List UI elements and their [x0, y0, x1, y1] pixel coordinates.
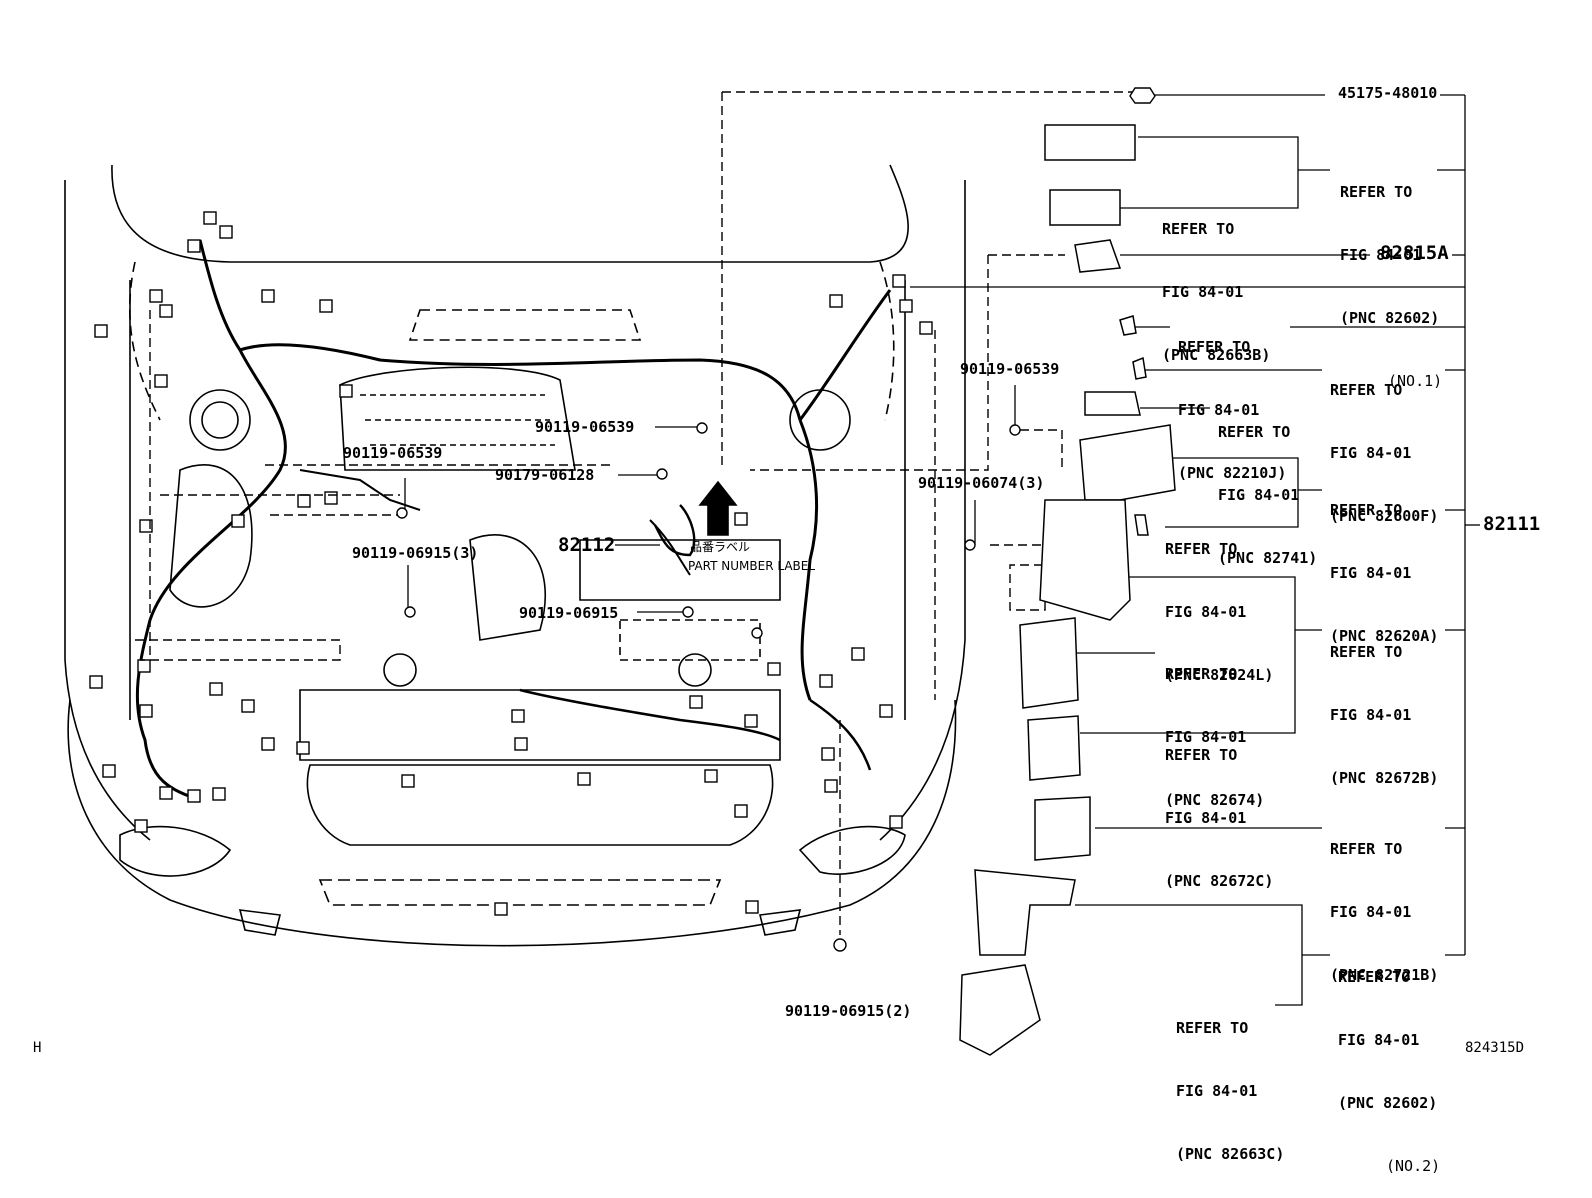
parts-diagram: 90119-06539 90119-06539 90179-06128 8211… — [33, 84, 1541, 1176]
footer-mark: H — [33, 1040, 42, 1056]
refer-line: FIG 84-01 — [1165, 728, 1247, 746]
diagram-code: 824315D — [1465, 1040, 1525, 1056]
callout-bolt-5: 90119-06915 — [519, 604, 619, 622]
refer-block-82602-no1: REFER TO FIG 84-01 (PNC 82602) (NO.1) — [1340, 140, 1442, 413]
refer-block-82721b: REFER TO FIG 84-01 (PNC 82721B) — [1330, 797, 1438, 1007]
callout-bolt-4: 90119-06915(3) — [352, 544, 479, 562]
refer-block-82210j: REFER TO FIG 84-01 (PNC 82210J) — [1178, 295, 1286, 505]
callout-bolt-3: 90179-06128 — [495, 466, 595, 484]
part-number-82815a: 82815A — [1380, 242, 1449, 264]
refer-line: FIG 84-01 — [1176, 1082, 1258, 1100]
part-number-82111: 82111 — [1483, 513, 1541, 535]
refer-note: (NO.2) — [1386, 1157, 1441, 1175]
part-label-jp: 品番ラベル — [690, 540, 751, 554]
refer-block-82674: REFER TO FIG 84-01 (PNC 82674) — [1165, 622, 1264, 832]
refer-line: (PNC 82663C) — [1176, 1145, 1285, 1163]
refer-note: (NO.1) — [1388, 372, 1443, 390]
refer-line: (PNC 82602) — [1338, 1094, 1438, 1112]
engine-bay-illustration — [64, 87, 1480, 1056]
callout-82112: 82112 — [558, 534, 616, 556]
refer-line: REFER TO — [1340, 183, 1413, 201]
refer-line: REFER TO — [1165, 540, 1238, 558]
refer-line: REFER TO — [1165, 665, 1238, 683]
refer-line: FIG 84-01 — [1178, 401, 1260, 419]
refer-line: REFER TO — [1218, 423, 1291, 441]
refer-line: FIG 84-01 — [1330, 564, 1412, 582]
refer-block-82663b: REFER TO FIG 84-01 (PNC 82663B) — [1162, 177, 1270, 387]
refer-line: FIG 84-01 — [1165, 809, 1247, 827]
callout-bolt-7: 90119-06539 — [960, 360, 1060, 378]
refer-line: (PNC 82620A) — [1330, 627, 1439, 645]
refer-line: FIG 84-01 — [1338, 1031, 1420, 1049]
refer-line: (PNC 82824L) — [1165, 666, 1274, 684]
refer-line: (PNC 82721B) — [1330, 966, 1439, 984]
callout-bolt-8: 90119-06074(3) — [918, 474, 1045, 492]
refer-block-82602-no2: REFER TO FIG 84-01 (PNC 82602) (NO.2) — [1338, 925, 1440, 1198]
refer-line: (PNC 82210J) — [1178, 464, 1287, 482]
refer-block-82741: REFER TO FIG 84-01 (PNC 82741) — [1218, 380, 1317, 590]
refer-block-82663c: REFER TO FIG 84-01 (PNC 82663C) — [1176, 976, 1284, 1186]
refer-line: FIG 84-01 — [1218, 486, 1300, 504]
refer-block-82824l: REFER TO FIG 84-01 (PNC 82824L) — [1165, 497, 1273, 707]
refer-line: (PNC 82602) — [1340, 309, 1440, 327]
part-label-en: PART NUMBER LABEL — [688, 559, 816, 573]
refer-line: FIG 84-01 — [1162, 283, 1244, 301]
callout-bolt-2: 90119-06539 — [343, 444, 443, 462]
refer-line: REFER TO — [1162, 220, 1235, 238]
part-number-45175: 45175-48010 — [1338, 84, 1438, 102]
refer-line: REFER TO — [1330, 643, 1403, 661]
refer-block-82600f: REFER TO FIG 84-01 (PNC 82600F) — [1330, 338, 1438, 548]
refer-line: (PNC 82672B) — [1330, 769, 1439, 787]
refer-line: REFER TO — [1330, 840, 1403, 858]
refer-block-82672c: REFER TO FIG 84-01 (PNC 82672C) — [1165, 703, 1273, 913]
refer-line: (PNC 82741) — [1218, 549, 1318, 567]
refer-line: FIG 84-01 — [1340, 246, 1422, 264]
refer-line: FIG 84-01 — [1330, 444, 1412, 462]
refer-block-82672b: REFER TO FIG 84-01 (PNC 82672B) — [1330, 600, 1438, 810]
refer-line: (PNC 82674) — [1165, 791, 1265, 809]
refer-line: REFER TO — [1178, 338, 1251, 356]
refer-line: (PNC 82600F) — [1330, 507, 1439, 525]
refer-line: (PNC 82672C) — [1165, 872, 1274, 890]
refer-line: REFER TO — [1330, 381, 1403, 399]
refer-line: REFER TO — [1338, 968, 1411, 986]
refer-line: REFER TO — [1330, 501, 1403, 519]
refer-line: FIG 84-01 — [1330, 706, 1412, 724]
refer-line: FIG 84-01 — [1330, 903, 1412, 921]
callout-bolt-1: 90119-06539 — [535, 418, 635, 436]
refer-line: (PNC 82663B) — [1162, 346, 1271, 364]
refer-block-82620a: REFER TO FIG 84-01 (PNC 82620A) — [1330, 458, 1438, 668]
callout-bolt-6: 90119-06915(2) — [785, 1002, 912, 1020]
refer-line: REFER TO — [1165, 746, 1238, 764]
refer-line: REFER TO — [1176, 1019, 1249, 1037]
refer-line: FIG 84-01 — [1165, 603, 1247, 621]
